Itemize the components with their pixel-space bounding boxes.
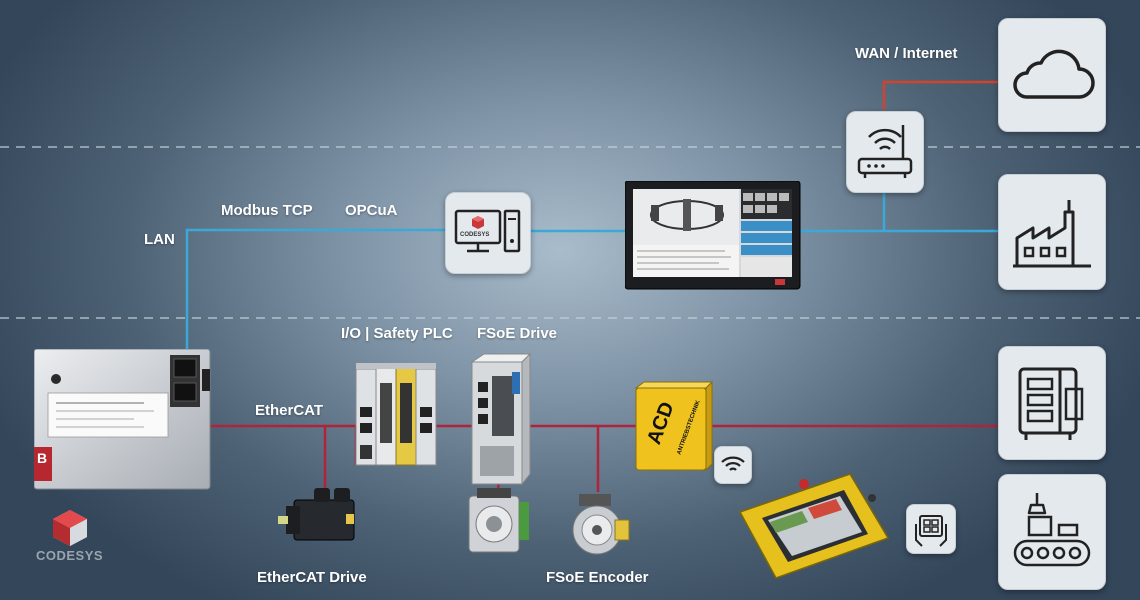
label-fsoe-drive: FSoE Drive <box>477 325 558 342</box>
fsoe-drive-device[interactable] <box>470 352 532 486</box>
codesys-logo-icon <box>53 510 87 546</box>
lan-line <box>185 228 445 360</box>
label-wan: WAN / Internet <box>855 45 958 62</box>
label-fsoe-encoder: FSoE Encoder <box>546 569 649 586</box>
stepper-motor-device[interactable] <box>465 486 531 556</box>
label-lan: LAN <box>144 231 175 248</box>
ethercat-drive-motor[interactable] <box>278 484 362 556</box>
label-ethercat: EtherCAT <box>255 402 324 419</box>
conveyor-robot-icon <box>1013 493 1091 567</box>
io-safety-plc-device[interactable] <box>354 363 440 469</box>
tablet-hands-icon <box>915 515 947 547</box>
controller-logo: B <box>37 450 47 466</box>
cloud-icon <box>1013 49 1095 99</box>
hmi-panel[interactable] <box>625 181 801 291</box>
handheld-operator-panel[interactable] <box>736 470 892 582</box>
wifi-router-icon <box>857 125 913 178</box>
cloud-tile[interactable] <box>998 18 1106 132</box>
codesys-logo-text: CODESYS <box>36 548 104 563</box>
acd-device[interactable]: ACD ANTRIEBSTECHNIK <box>634 380 714 472</box>
label-ethercat-drive: EtherCAT Drive <box>257 569 367 586</box>
conveyor-tile[interactable] <box>998 474 1106 590</box>
wifi-icon <box>721 456 745 471</box>
wireless-tile <box>714 446 752 484</box>
computer-icon <box>454 209 521 253</box>
server-rack-icon <box>1018 367 1084 440</box>
engineering-pc-tile[interactable]: CODESYS <box>445 192 531 274</box>
factory-icon <box>1013 200 1091 268</box>
label-io-safety-plc: I/O | Safety PLC <box>341 325 453 342</box>
server-rack-tile[interactable] <box>998 346 1106 460</box>
pc-codesys-text: CODESYS <box>460 232 490 238</box>
router-tile[interactable] <box>846 111 924 193</box>
wan-line <box>882 80 998 110</box>
factory-tile[interactable] <box>998 174 1106 290</box>
label-modbus-tcp: Modbus TCP <box>221 202 313 219</box>
label-opcua: OPCuA <box>345 202 398 219</box>
controller-device[interactable]: B <box>34 349 214 491</box>
fsoe-encoder-device[interactable] <box>567 490 633 560</box>
tablet-tile[interactable] <box>906 504 956 554</box>
